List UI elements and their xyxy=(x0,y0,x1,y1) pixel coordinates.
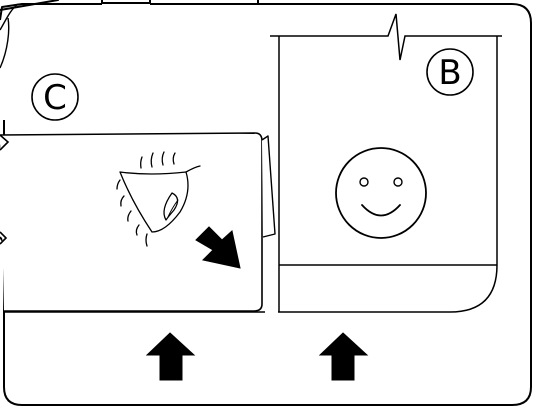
outer-frame xyxy=(0,3,532,406)
panel-b xyxy=(270,13,502,313)
label-c-badge: C xyxy=(31,73,79,121)
panel-c xyxy=(0,132,276,312)
panel-b-top-edge xyxy=(270,13,502,61)
label-c-text: C xyxy=(43,78,67,118)
eye-icon xyxy=(116,151,201,247)
label-b-badge: B xyxy=(426,48,474,96)
panel-c-left-zig xyxy=(0,134,10,245)
arrow-up-icon-right xyxy=(318,332,369,381)
arrow-down-right-icon xyxy=(195,226,241,269)
outer-frame-left-arc xyxy=(0,3,19,31)
panel-c-side-flap xyxy=(261,135,276,238)
panel-c-body xyxy=(0,132,263,312)
panel-b-curve xyxy=(449,264,498,313)
smiley-face-icon xyxy=(335,147,427,239)
outer-frame-top-left xyxy=(0,17,10,69)
label-b-text: B xyxy=(438,53,461,93)
arrow-up-icon-left xyxy=(145,332,196,381)
